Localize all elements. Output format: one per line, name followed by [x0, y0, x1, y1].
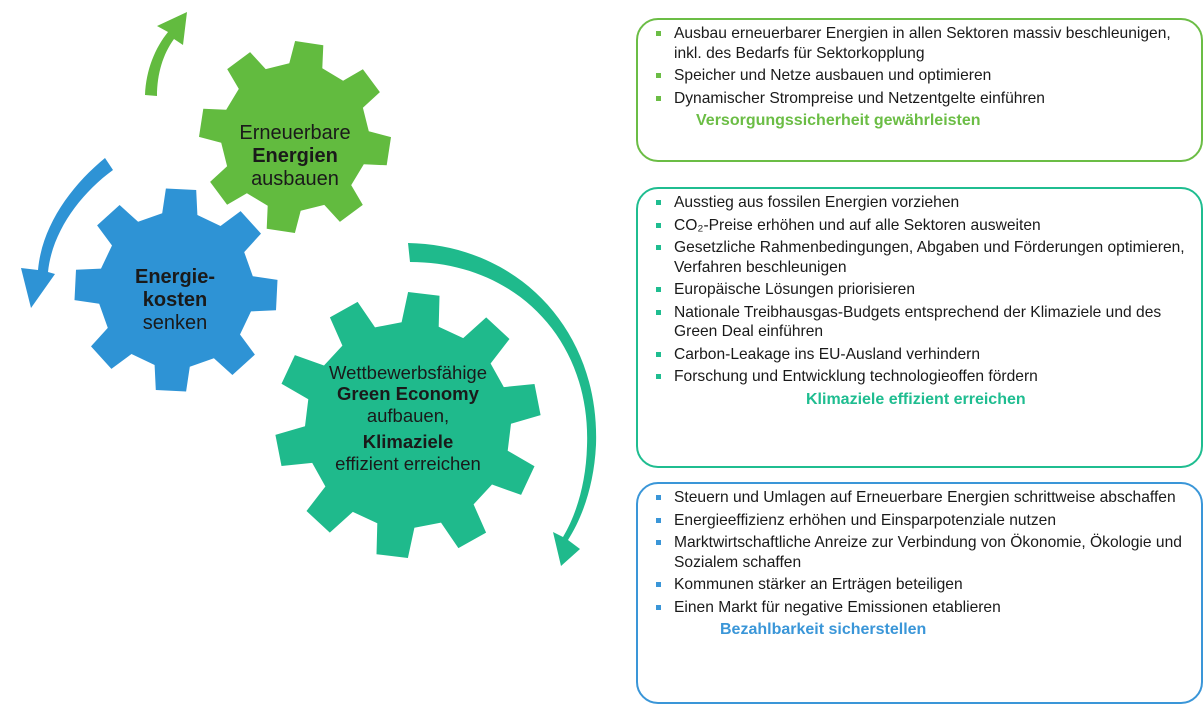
list-item: CO₂-Preise erhöhen und auf alle Sektoren…	[654, 216, 1189, 236]
panel-title: Versorgungssicherheit gewährleisten	[696, 112, 981, 129]
panel-versorgungssicherheit: Ausbau erneuerbarer Energien in allen Se…	[636, 18, 1203, 162]
panel-klimaziele: Ausstieg aus fossilen Energien vorziehen…	[636, 187, 1203, 468]
bullet-list: Ausbau erneuerbarer Energien in allen Se…	[654, 24, 1189, 108]
list-item: Energieeffizienz erhöhen und Einsparpote…	[654, 511, 1189, 531]
list-item: Speicher und Netze ausbauen und optimier…	[654, 66, 1189, 86]
gear-energiekosten	[74, 188, 278, 392]
list-item: Gesetzliche Rahmenbedingungen, Abgaben u…	[654, 238, 1189, 277]
list-item: Dynamischer Strompreise und Netzentgelte…	[654, 89, 1189, 109]
list-item: Carbon-Leakage ins EU-Ausland verhindern	[654, 345, 1189, 365]
list-item: Nationale Treibhausgas-Budgets entsprech…	[654, 303, 1189, 342]
gear-label-teal: Wettbewerbsfähige Green Economy aufbauen…	[328, 362, 488, 474]
gear-erneuerbare-energien	[199, 41, 391, 233]
gear-green-economy	[275, 292, 541, 558]
panel-title: Klimaziele effizient erreichen	[806, 390, 1026, 408]
list-item: Europäische Lösungen priorisieren	[654, 280, 1189, 300]
panel-bezahlbarkeit: Steuern und Umlagen auf Erneuerbare Ener…	[636, 482, 1203, 704]
bullet-list: Steuern und Umlagen auf Erneuerbare Ener…	[654, 488, 1189, 617]
panel-title: Bezahlbarkeit sicherstellen	[720, 621, 927, 638]
arrow-teal	[408, 243, 597, 566]
gear-label-blue: Energie- kosten senken	[134, 266, 216, 335]
list-item: Ausbau erneuerbarer Energien in allen Se…	[654, 24, 1189, 63]
arrow-green	[145, 12, 187, 96]
list-item: Marktwirtschaftliche Anreize zur Verbind…	[654, 533, 1189, 572]
gear-label-green: Erneuerbare Energien ausbauen	[239, 122, 351, 191]
bullet-list: Ausstieg aus fossilen Energien vorziehen…	[654, 193, 1189, 387]
list-item: Einen Markt für negative Emissionen etab…	[654, 598, 1189, 618]
arrow-blue	[21, 158, 113, 308]
list-item: Forschung und Entwicklung technologieoff…	[654, 367, 1189, 387]
list-item: Ausstieg aus fossilen Energien vorziehen	[654, 193, 1189, 213]
list-item: Steuern und Umlagen auf Erneuerbare Ener…	[654, 488, 1189, 508]
gears-diagram	[21, 12, 597, 566]
list-item: Kommunen stärker an Erträgen beteiligen	[654, 575, 1189, 595]
